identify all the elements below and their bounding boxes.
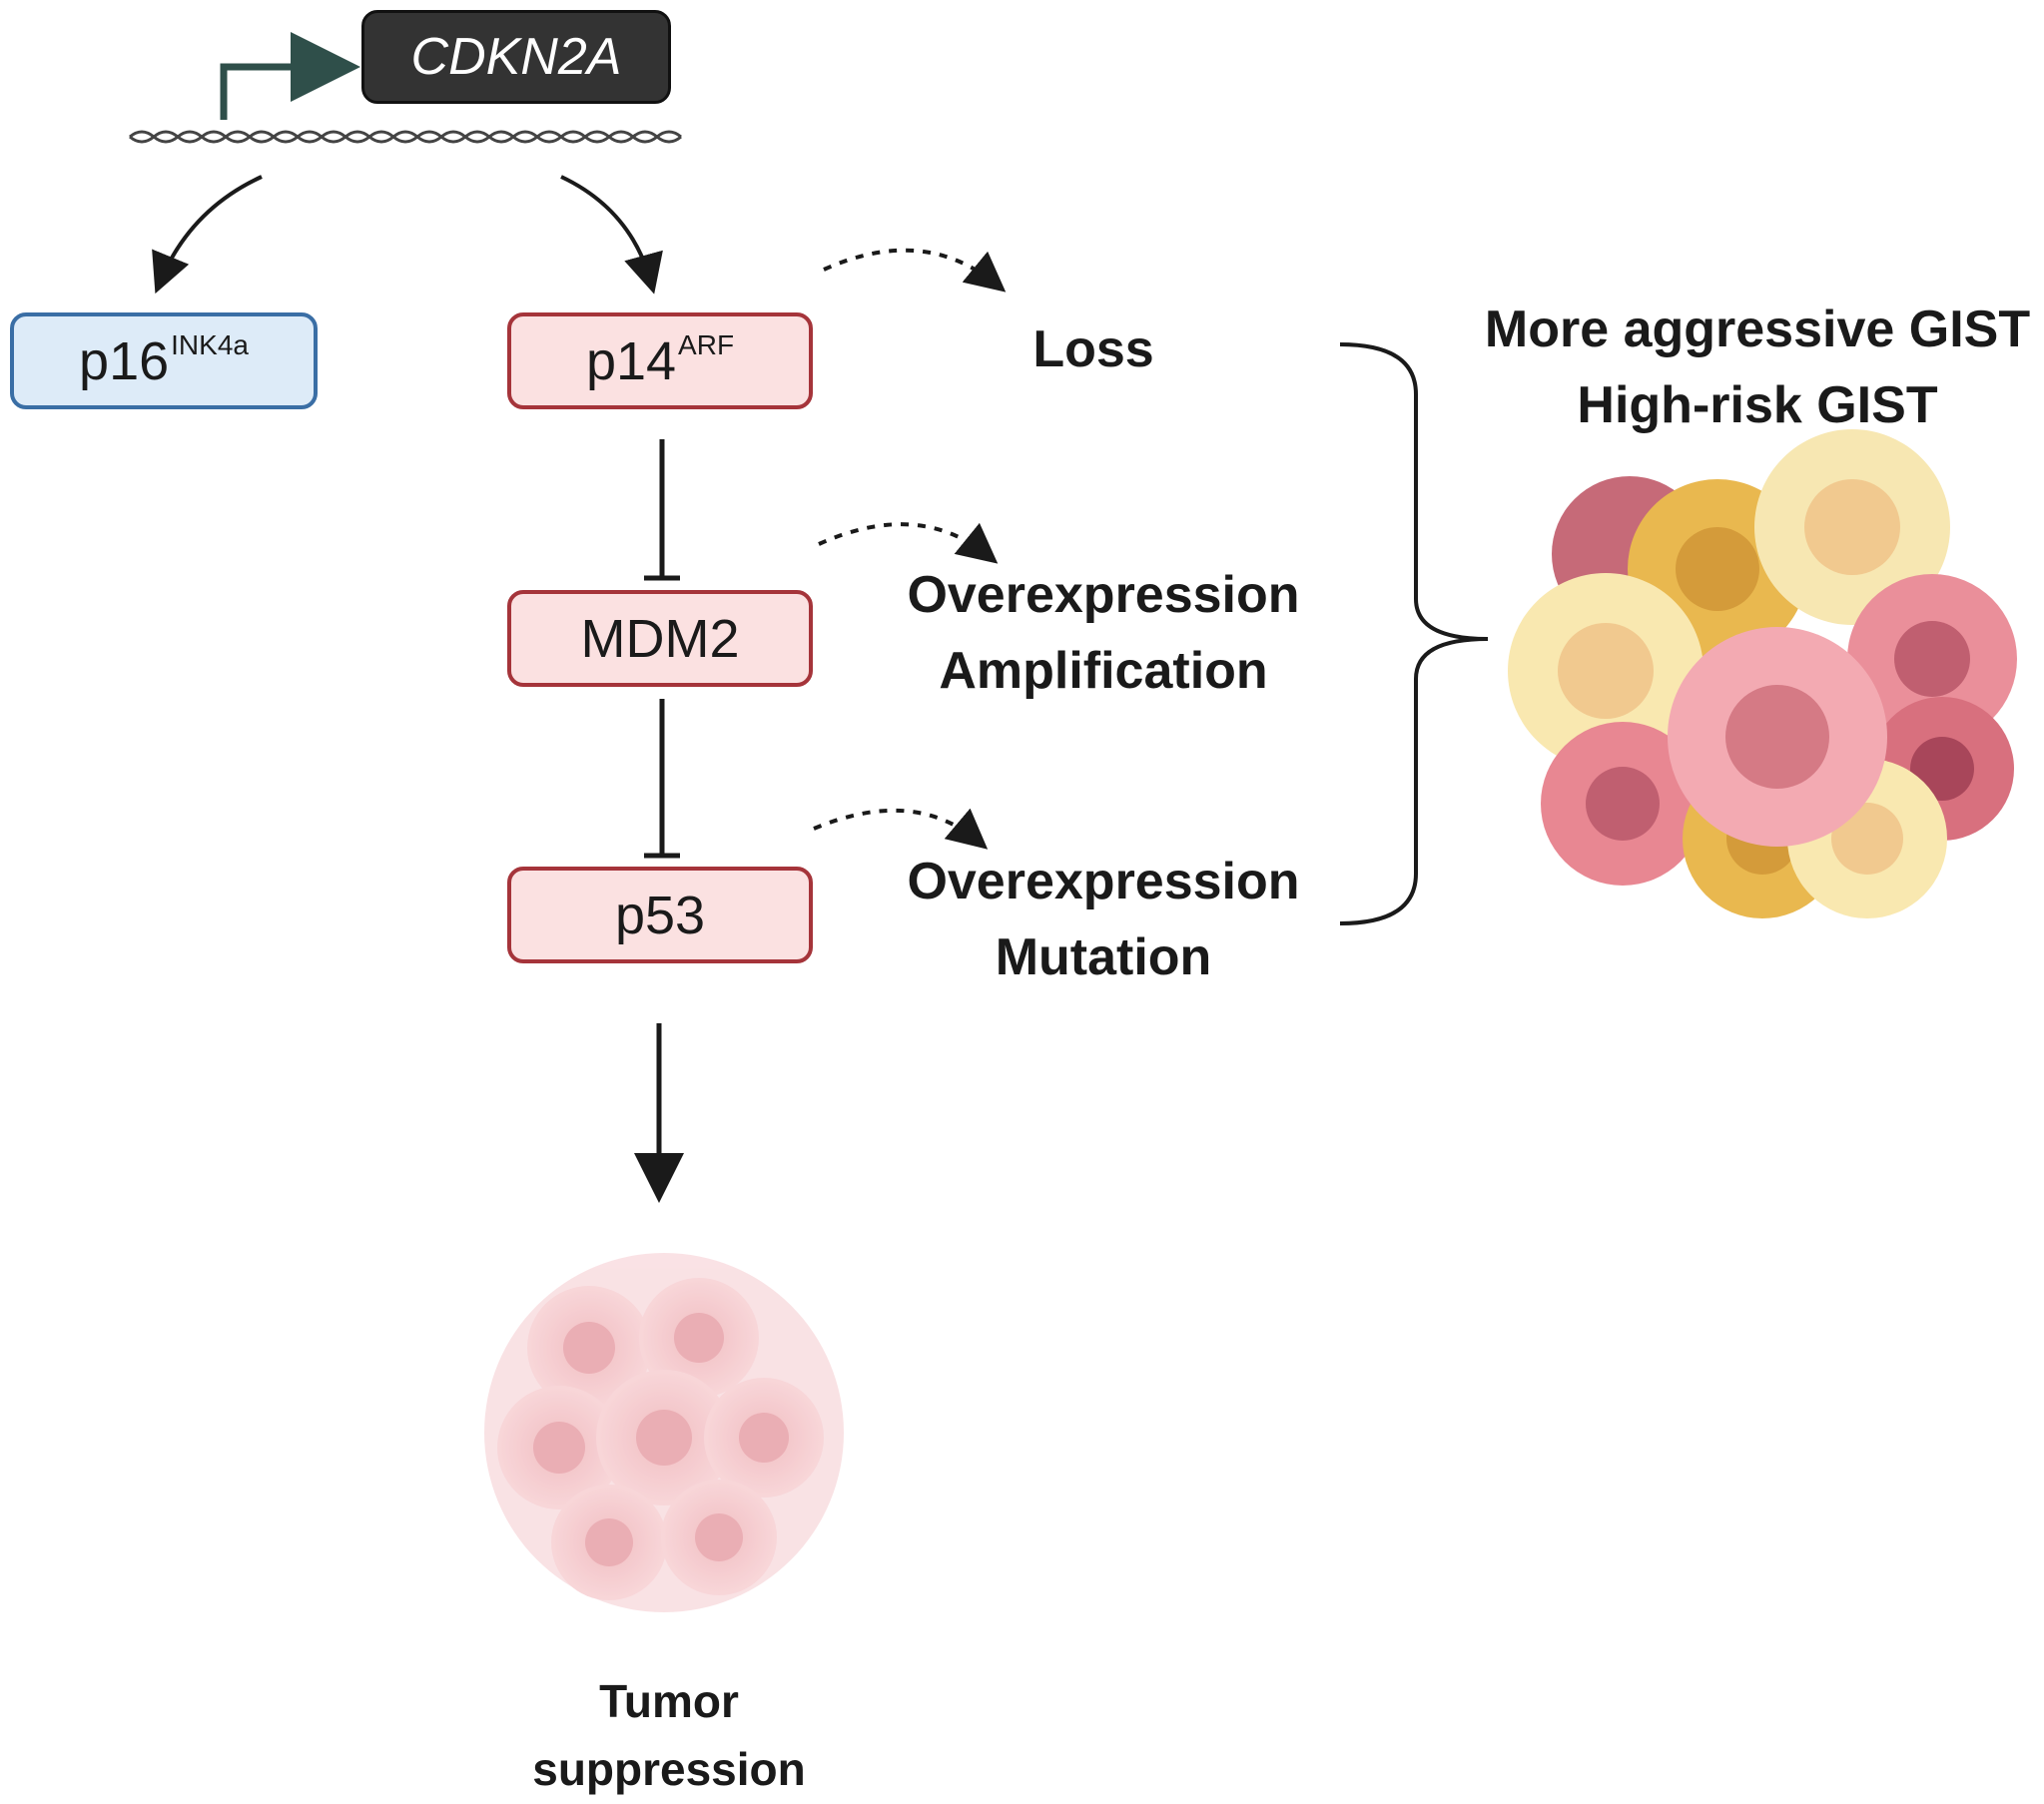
dotted-arrow-p53 [813,808,989,850]
inhibition-mdm2-p53 [644,699,680,859]
gene-name: CDKN2A [410,28,622,86]
grouping-brace [1339,342,1489,925]
alteration-p53-line-1: Overexpression [907,853,1300,910]
dotted-arrow-mdm2 [818,522,999,564]
dna-strand-icon [129,130,682,144]
dotted-arrow-loss [823,248,1007,293]
suppression-line-1: Tumor [599,1675,739,1727]
gene-cdkn2a-box: CDKN2A [361,10,671,104]
arrow-to-p16 [152,175,263,295]
node-p53: p53 [507,867,813,963]
arrow-to-p14 [560,175,663,295]
alteration-mdm2: Overexpression Amplification [904,557,1303,709]
p53-label: p53 [614,885,706,945]
suppressed-tumor-cells-icon [484,1253,844,1612]
p16-label: p16 [79,330,170,391]
alteration-p14: Loss [989,311,1198,387]
p16-superscript: INK4a [171,328,249,360]
p14-superscript: ARF [678,328,735,360]
alteration-mdm2-line-1: Overexpression [907,566,1300,624]
alteration-mdm2-line-2: Amplification [939,642,1268,700]
transcription-start-arrow [220,32,360,120]
inhibition-p14-mdm2 [644,439,680,581]
alteration-p53-line-2: Mutation [995,928,1212,986]
outcome-line-1: More aggressive GIST [1484,301,2031,358]
p14-label: p14 [585,330,677,391]
node-mdm2: MDM2 [507,590,813,687]
suppression-line-2: suppression [532,1743,806,1795]
alteration-p14-line: Loss [1032,320,1154,378]
alteration-p53: Overexpression Mutation [904,844,1303,995]
tumor-suppression-label: Tumor suppression [499,1667,839,1803]
outcome-title: More aggressive GIST High-risk GIST [1478,292,2037,443]
mdm2-label: MDM2 [580,608,740,669]
outcome-line-2: High-risk GIST [1577,376,1938,434]
aggressive-tumor-cells-icon [1508,429,2017,918]
